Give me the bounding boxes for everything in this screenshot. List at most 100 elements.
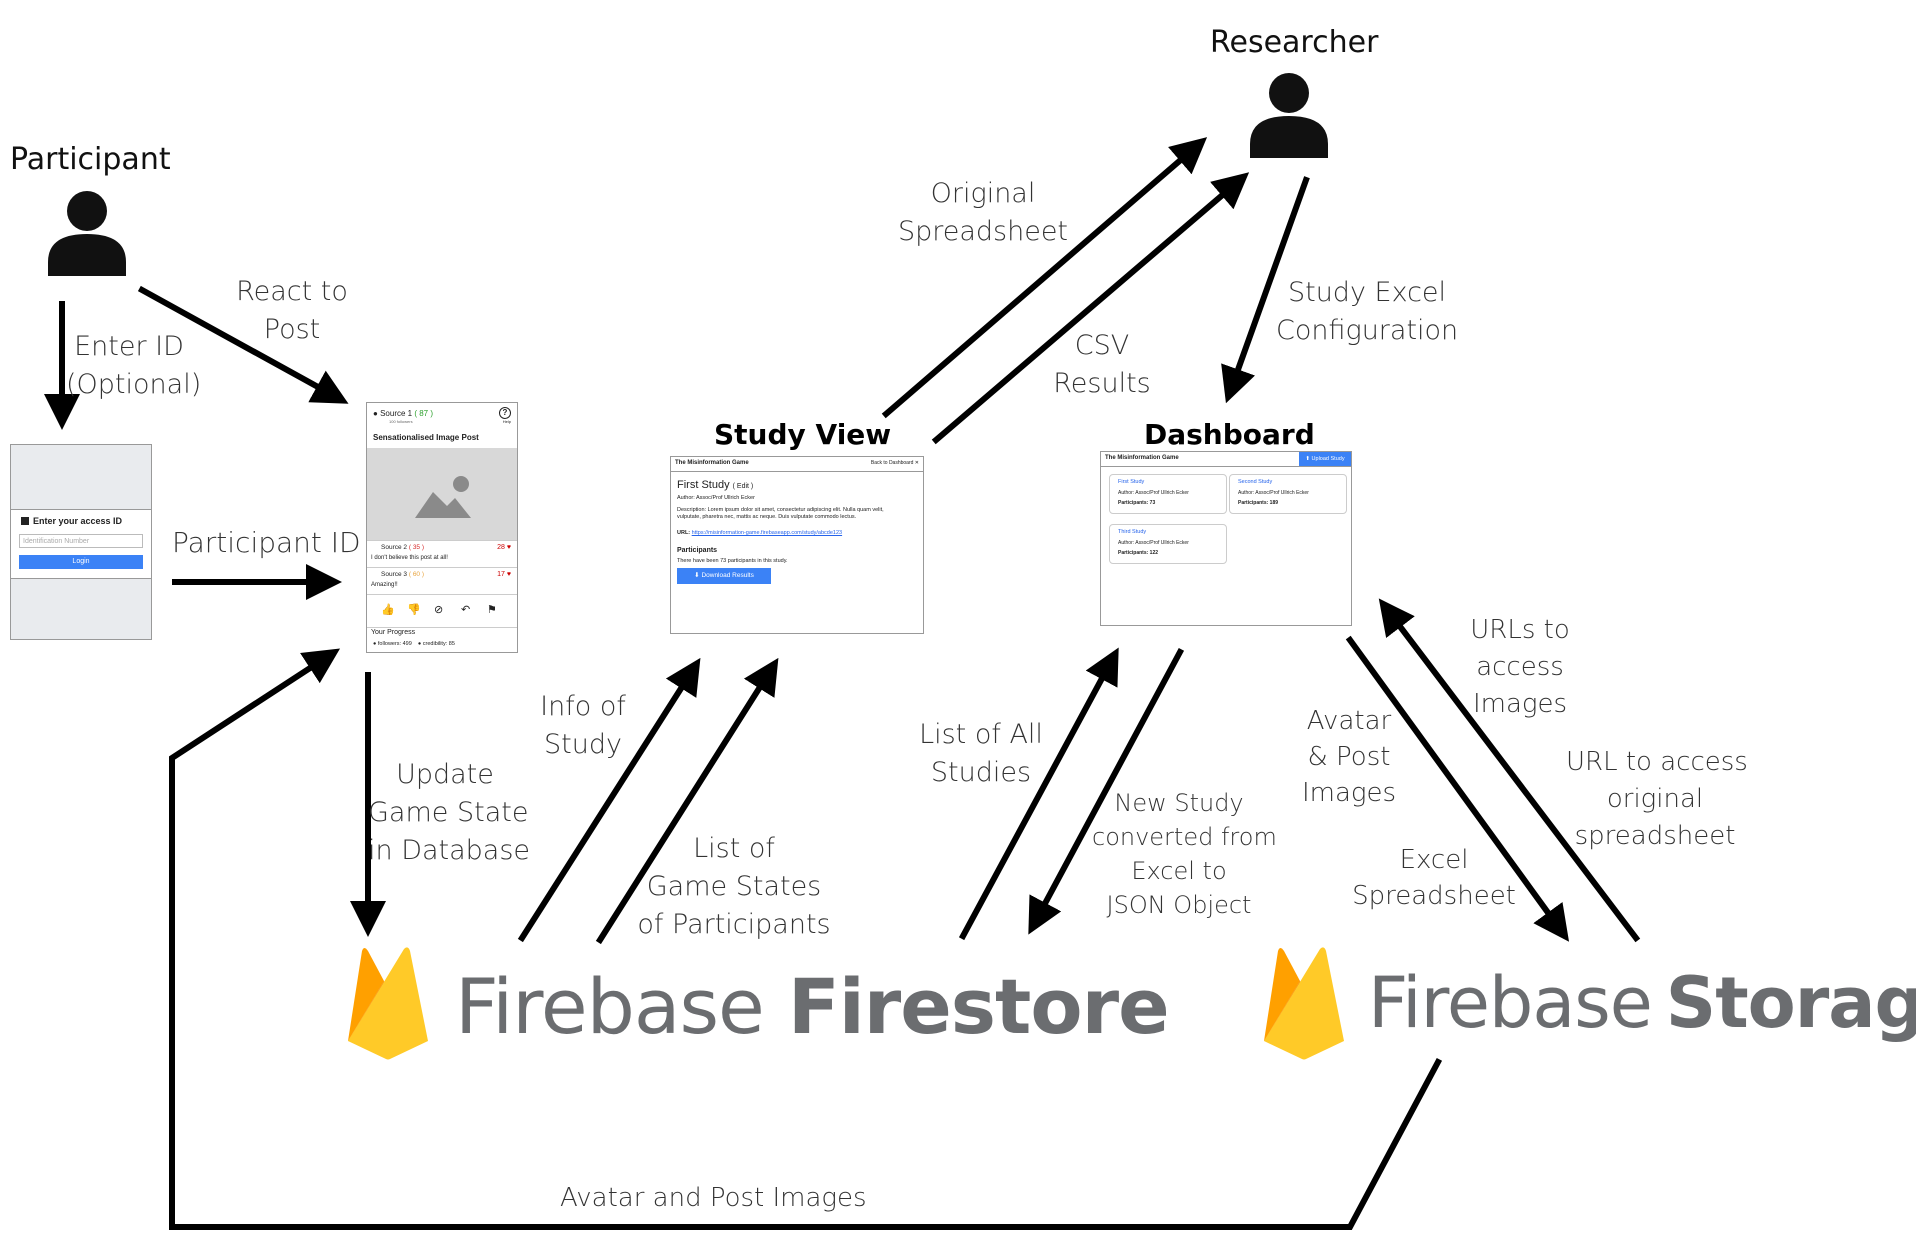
label-line: Excel (1399, 845, 1469, 875)
study-card-participants: Participants: 122 (1118, 550, 1159, 556)
post-source-score: ( 87 ) (414, 409, 434, 418)
label-line: Post (263, 314, 321, 345)
thumbs-down-icon[interactable]: 👎 (407, 604, 421, 616)
label-line: spreadsheet (1574, 821, 1736, 851)
block-icon[interactable]: ⊘ (434, 604, 444, 616)
label-line: Images (1301, 778, 1397, 808)
comment-2-likes: 17 (497, 571, 505, 578)
flag-icon[interactable]: ⚑ (487, 604, 497, 616)
back-to-dashboard-link[interactable]: Back to Dashboard (870, 460, 914, 466)
thumbs-up-icon[interactable]: 👍 (381, 604, 395, 616)
researcher-label: Researcher (1210, 25, 1379, 60)
arrow-study-excel-config (1221, 176, 1310, 404)
label-excel-spreadsheet: Excel Spreadsheet (1352, 842, 1516, 914)
post-image-placeholder (367, 448, 517, 540)
study-app-name: The Misinformation Game (675, 460, 749, 466)
study-card-name[interactable]: Third Study (1118, 529, 1147, 535)
label-enter-id: Enter ID (Optional) (66, 328, 202, 404)
arrow-original-spreadsheet (881, 137, 1208, 419)
label-line: Study (544, 729, 622, 760)
study-card[interactable]: First Study Author: Assoc/Prof Ullrich E… (1109, 474, 1227, 514)
label-line: Update (396, 759, 494, 790)
label-line: URLs to (1470, 615, 1570, 645)
label-new-study-converted: New Study converted from Excel to JSON O… (1092, 786, 1277, 922)
dashboard-screen: The Misinformation Game ⬆ Upload Study F… (1100, 451, 1352, 626)
study-card-author: Author: Assoc/Prof Ullrich Ecker (1238, 490, 1309, 496)
label-line: Study Excel (1287, 277, 1447, 308)
close-icon[interactable]: ✕ (914, 460, 919, 466)
label-line: Participant ID (172, 526, 361, 559)
download-results-button[interactable]: ⬇ Download Results (677, 568, 771, 584)
upload-icon: ⬆ (1305, 456, 1311, 462)
label-react-to-post: React to Post (232, 273, 352, 349)
edit-link[interactable]: ( Edit ) (732, 483, 754, 490)
arrow-react-to-post (137, 285, 349, 404)
firestore-brand: Firebase (455, 962, 765, 1051)
arrow-storage-to-post (169, 648, 1443, 1230)
label-participant-id: Participant ID (172, 524, 361, 562)
label-line: Configuration (1276, 315, 1459, 346)
study-url-label: URL: (677, 530, 691, 536)
heart-icon[interactable]: ♥ (506, 571, 511, 578)
study-card-name[interactable]: First Study (1118, 479, 1145, 485)
study-card-participants: Participants: 73 (1118, 500, 1156, 506)
researcher-person-icon (1250, 72, 1328, 162)
label-line: (Optional) (66, 369, 202, 400)
comment-1-source: Source 2 (381, 544, 408, 551)
help-icon[interactable]: ? (499, 407, 511, 419)
label-line: React to (236, 276, 348, 307)
comment-1-text: I don't believe this post at all! (371, 555, 448, 561)
label-line: Game State (368, 797, 529, 828)
study-view-screen: The Misinformation Game Back to Dashboar… (670, 456, 924, 634)
arrow-info-of-study (517, 657, 701, 943)
arrow-list-all-studies (958, 647, 1119, 941)
dashboard-header: The Misinformation Game (1101, 452, 1351, 467)
label-original-spreadsheet: Original Spreadsheet (894, 175, 1072, 251)
comment-2: Source 3 ( 60 ) Amazing!! 17 ♥ (367, 567, 517, 594)
label-line: in Database (368, 835, 531, 866)
download-icon: ⬇ (694, 572, 700, 579)
label-study-excel-config: Study Excel Configuration (1276, 274, 1458, 350)
label-line: Avatar and Post Images (560, 1183, 867, 1213)
label-line: Spreadsheet (897, 216, 1069, 247)
upload-study-button[interactable]: ⬆ Upload Study (1299, 452, 1351, 466)
study-url-link[interactable]: https://misinformation-game.firebaseapp.… (691, 530, 843, 536)
study-card[interactable]: Second Study Author: Assoc/Prof Ullrich … (1229, 474, 1347, 514)
access-id-input[interactable]: Identification Number (19, 534, 143, 548)
study-card[interactable]: Third Study Author: Assoc/Prof Ullrich E… (1109, 524, 1227, 564)
label-line: Info of (540, 691, 626, 722)
label-line: of Participants (637, 909, 831, 940)
help-label: Help (502, 419, 511, 424)
storage-brand: Firebase (1368, 962, 1653, 1044)
arrow-urls-to-dashboard (1378, 598, 1641, 943)
firebase-storage-wordmark: FirebaseStorage (1368, 962, 1916, 1044)
post-screen: ● Source 1 ( 87 ) 100 followers ? Help S… (366, 402, 518, 653)
participants-heading: Participants (677, 547, 718, 554)
comment-1-likes: 28 (497, 544, 505, 551)
study-view-title: Study View (714, 418, 892, 451)
login-button[interactable]: Login (19, 555, 143, 569)
label-line: original (1606, 784, 1704, 814)
label-line: JSON Object (1106, 891, 1252, 919)
reaction-bar: 👍 👎 ⊘ ↶ ⚑ (367, 594, 517, 628)
heart-icon[interactable]: ♥ (506, 544, 511, 551)
dashboard-app-name: The Misinformation Game (1105, 455, 1179, 461)
login-screen: Enter your access ID Identification Numb… (10, 444, 152, 640)
label-avatar-and-post-images: Avatar and Post Images (560, 1180, 867, 1216)
study-description: Description: Lorem ipsum dolor sit amet,… (677, 507, 884, 521)
storage-product: Storage (1665, 962, 1916, 1044)
comment-1: Source 2 ( 35 ) I don't believe this pos… (367, 540, 517, 567)
arrow-new-study (1028, 647, 1185, 935)
label-csv-results: CSV Results (1052, 327, 1152, 403)
label-list-game-states: List of Game States of Participants (636, 830, 832, 944)
study-card-author: Author: Assoc/Prof Ullrich Ecker (1118, 540, 1189, 546)
firebase-storage-flame-icon (1262, 945, 1346, 1065)
label-line: Images (1472, 689, 1568, 719)
label-urls-access-images: URLs to access Images (1462, 612, 1578, 723)
share-icon[interactable]: ↶ (461, 604, 471, 616)
label-info-of-study: Info of Study (536, 688, 630, 764)
followers-icon: ● (373, 641, 377, 647)
study-card-name[interactable]: Second Study (1238, 479, 1273, 485)
post-source-name: Source 1 (380, 409, 413, 418)
